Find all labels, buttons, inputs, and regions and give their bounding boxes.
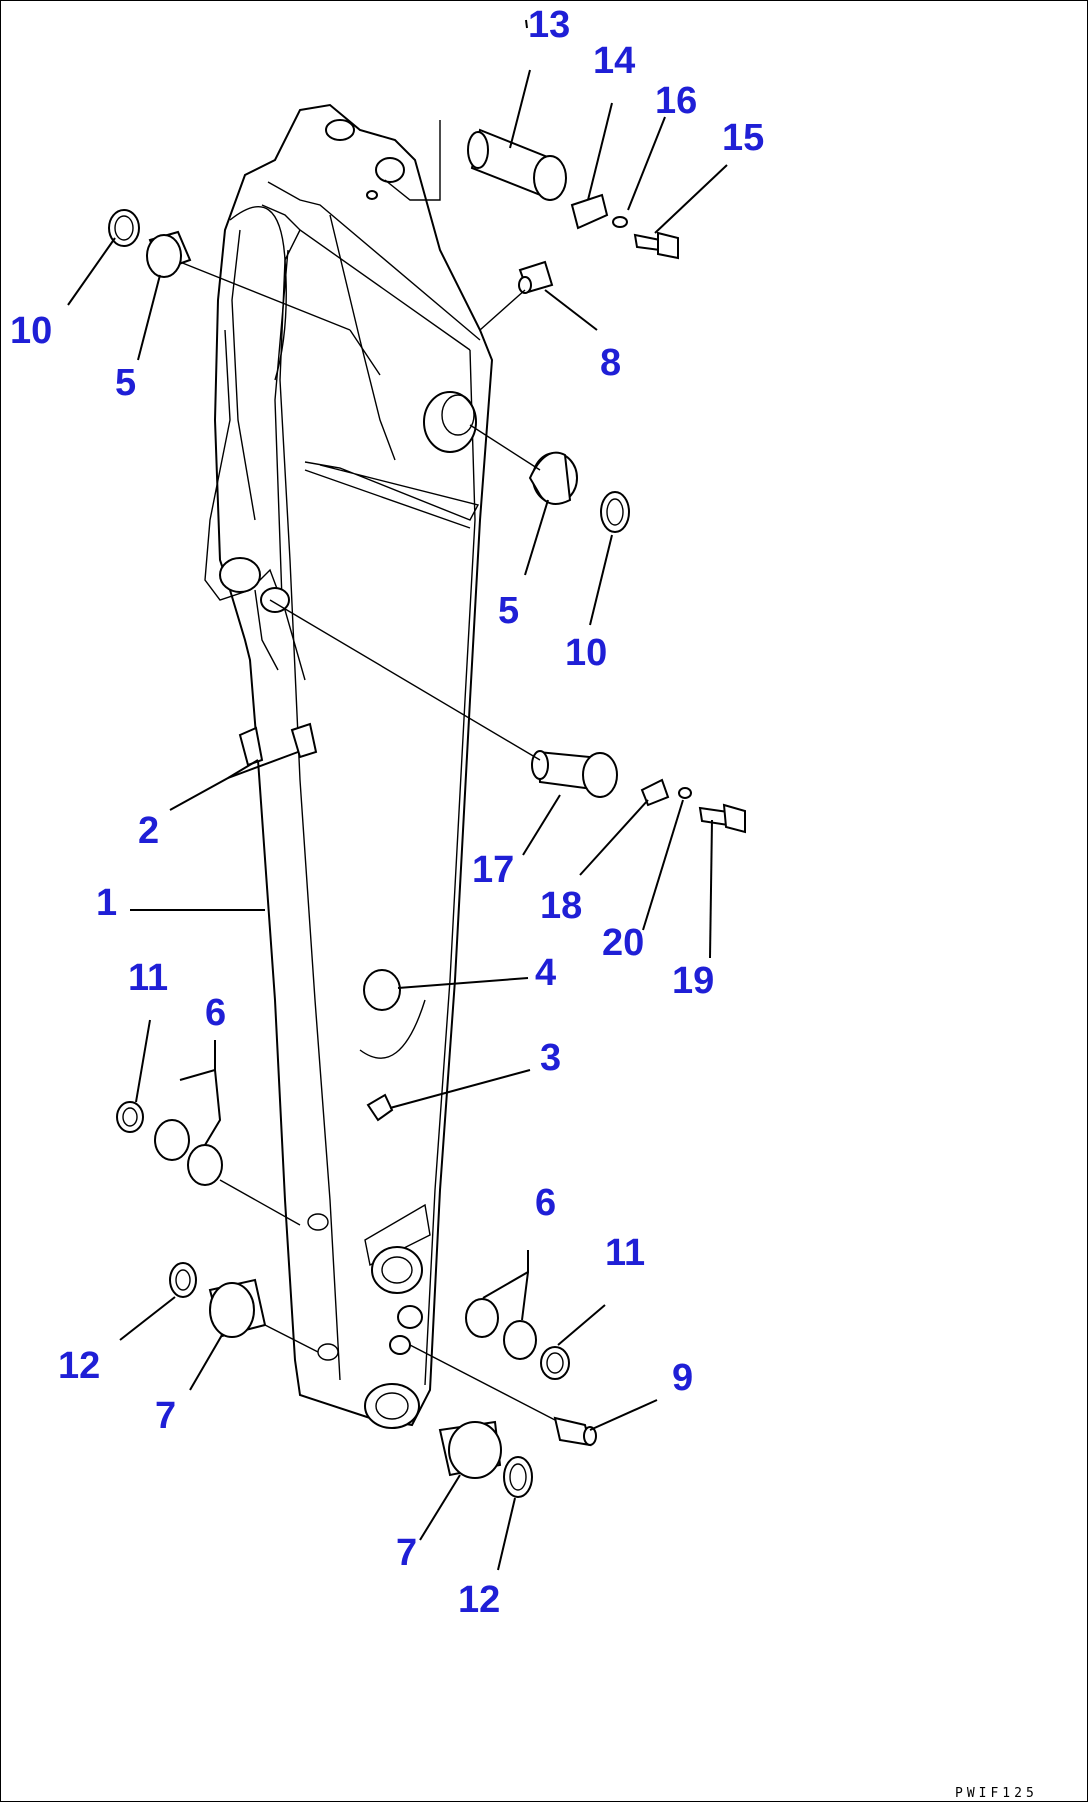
boom-body bbox=[204, 103, 494, 1429]
label-16: 16 bbox=[655, 80, 697, 122]
label-4: 4 bbox=[535, 952, 556, 994]
label-5-top: 5 bbox=[115, 362, 136, 404]
label-7-right: 7 bbox=[396, 1532, 417, 1574]
label-10-top: 10 bbox=[10, 310, 52, 352]
label-10-right: 10 bbox=[565, 632, 607, 674]
label-13: 13 bbox=[528, 4, 570, 46]
label-17: 17 bbox=[472, 849, 514, 891]
label-6-right: 6 bbox=[535, 1182, 556, 1224]
drawing-code: PWIF125 bbox=[955, 1786, 1038, 1801]
label-9: 9 bbox=[672, 1357, 693, 1399]
label-15: 15 bbox=[722, 117, 764, 159]
label-6-left: 6 bbox=[205, 992, 226, 1034]
label-18: 18 bbox=[540, 885, 582, 927]
label-1: 1 bbox=[96, 882, 117, 924]
label-20: 20 bbox=[602, 922, 644, 964]
part-labels: 1 2 3 4 5 5 6 6 7 7 8 9 10 10 11 11 12 1… bbox=[10, 4, 764, 1621]
label-5-right: 5 bbox=[498, 590, 519, 632]
label-2: 2 bbox=[138, 810, 159, 852]
label-19: 19 bbox=[672, 960, 714, 1002]
label-12-right: 12 bbox=[458, 1579, 500, 1621]
label-3: 3 bbox=[540, 1037, 561, 1079]
label-14: 14 bbox=[593, 40, 635, 82]
assembly-lines bbox=[179, 120, 556, 1421]
label-11-left: 11 bbox=[128, 957, 168, 999]
label-7-left: 7 bbox=[155, 1395, 176, 1437]
label-12-left: 12 bbox=[58, 1345, 100, 1387]
label-8: 8 bbox=[600, 342, 621, 384]
label-11-right: 11 bbox=[605, 1232, 645, 1274]
leader-lines bbox=[67, 19, 728, 1571]
